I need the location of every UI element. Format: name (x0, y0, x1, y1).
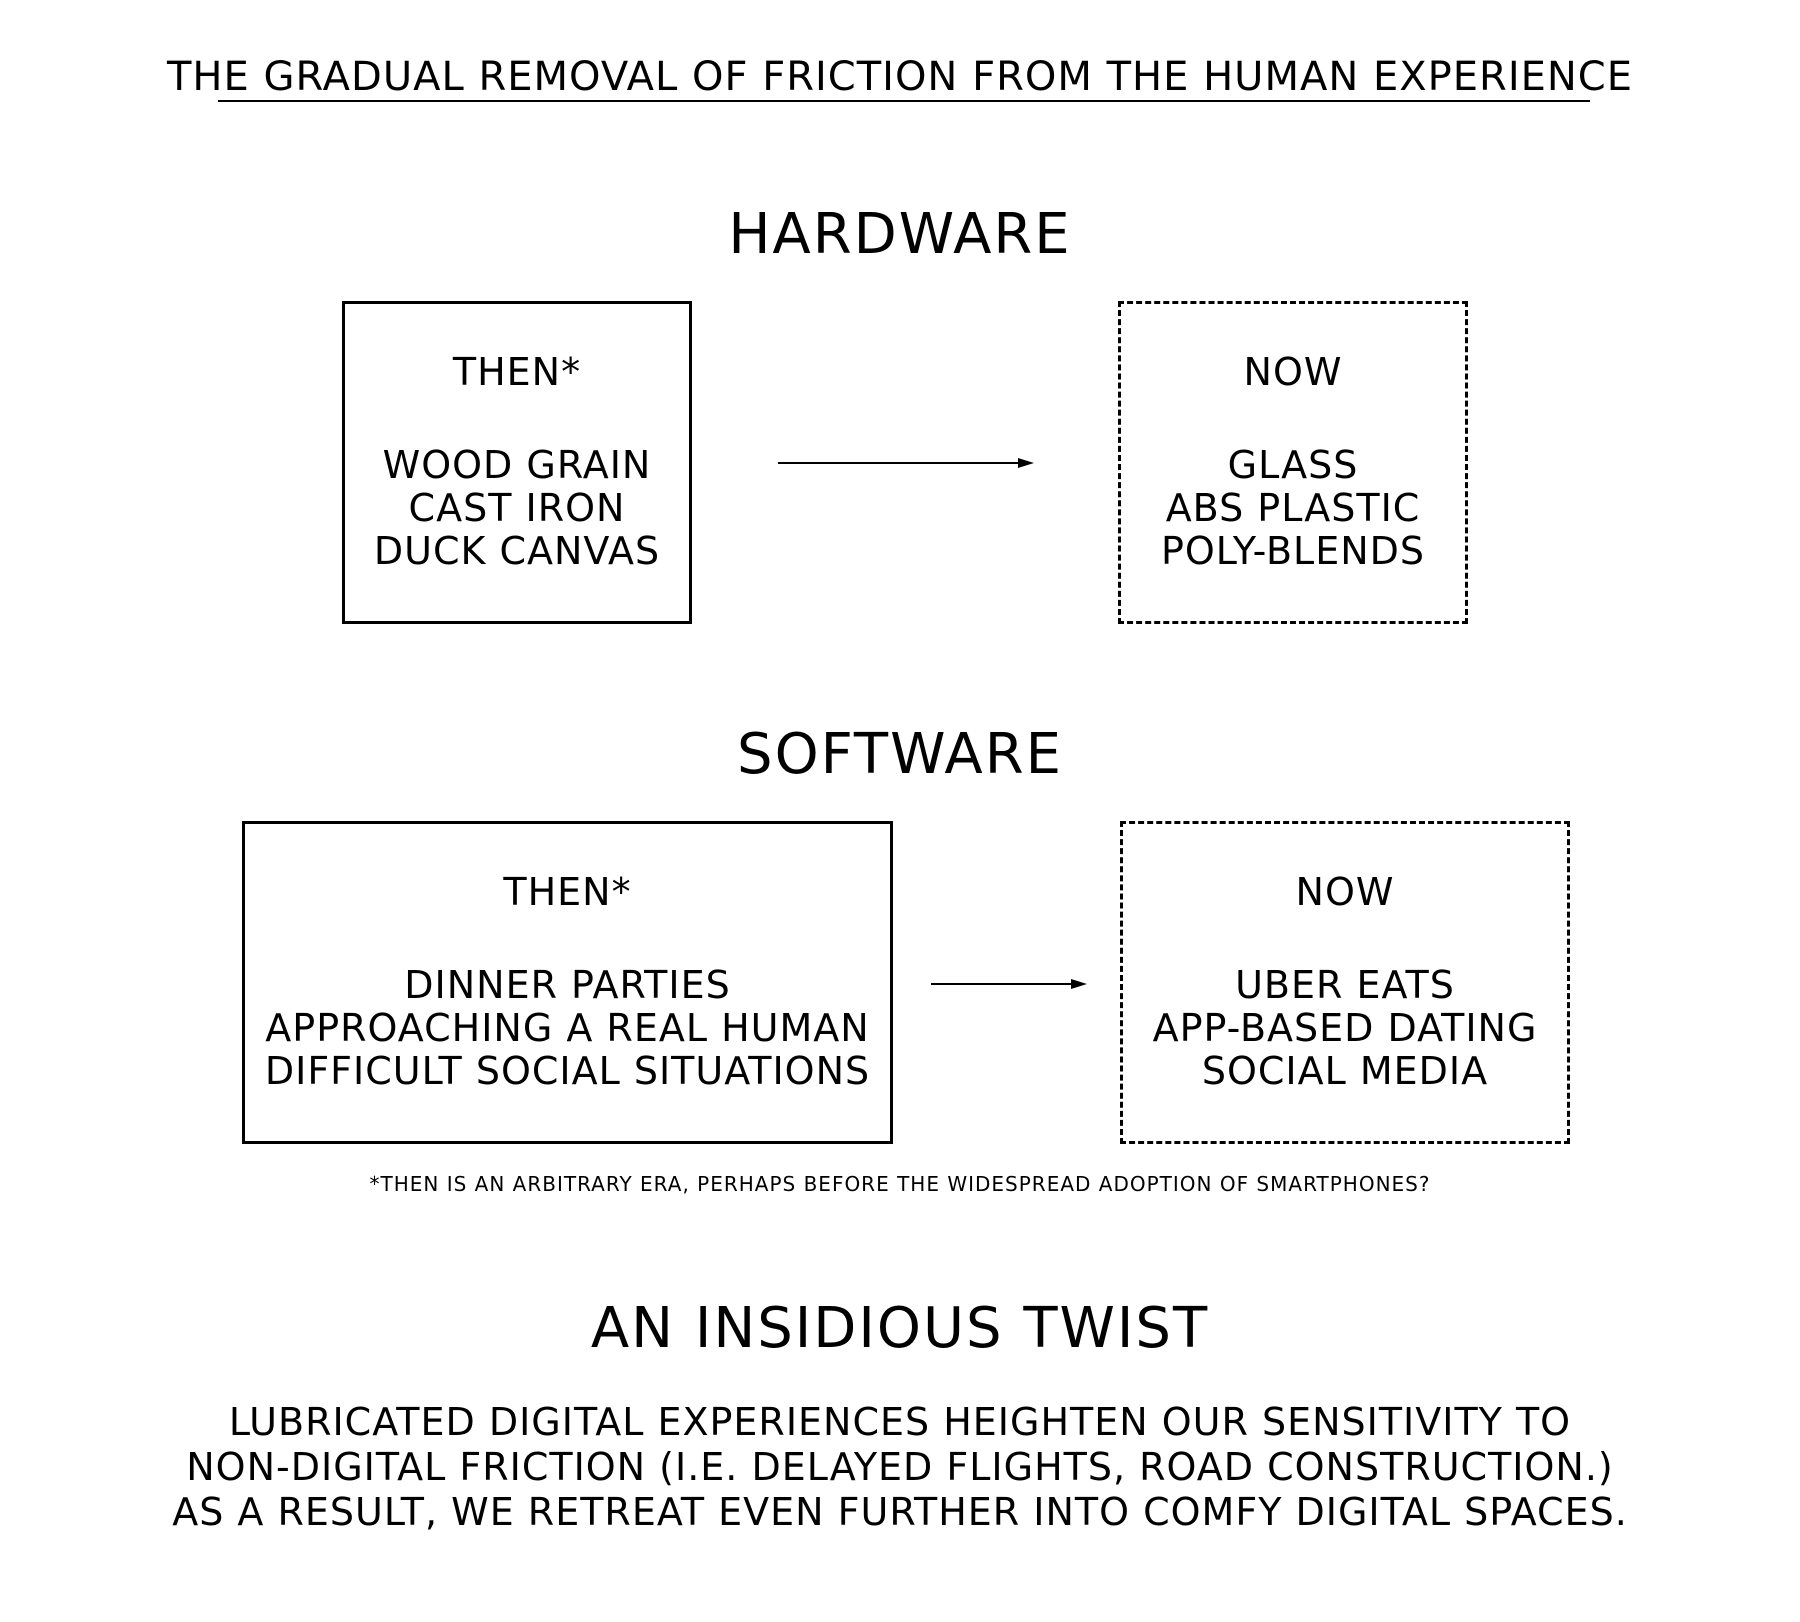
software-now-box: NOW UBER EATS APP-BASED DATING SOCIAL ME… (1120, 821, 1570, 1144)
software-then-label: THEN* (503, 870, 632, 914)
software-now-label: NOW (1295, 870, 1395, 914)
software-then-items: DINNER PARTIES APPROACHING A REAL HUMAN … (245, 964, 890, 1093)
page-title: THE GRADUAL REMOVAL OF FRICTION FROM THE… (166, 54, 1634, 100)
hardware-now-label: NOW (1243, 350, 1343, 394)
hardware-then-box: THEN* WOOD GRAIN CAST IRON DUCK CANVAS (342, 301, 692, 624)
title-underline (218, 100, 1590, 102)
software-now-item: UBER EATS (1235, 963, 1455, 1007)
hardware-now-item: POLY-BLENDS (1160, 529, 1426, 573)
software-arrow-line (931, 983, 1081, 985)
twist-line: LUBRICATED DIGITAL EXPERIENCES HEIGHTEN … (228, 1400, 1572, 1444)
software-heading: SOFTWARE (737, 722, 1063, 787)
software-then-box: THEN* DINNER PARTIES APPROACHING A REAL … (242, 821, 893, 1144)
hardware-arrow-line (778, 462, 1028, 464)
twist-line: AS A RESULT, WE RETREAT EVEN FURTHER INT… (172, 1490, 1628, 1534)
twist-body: LUBRICATED DIGITAL EXPERIENCES HEIGHTEN … (0, 1400, 1800, 1535)
software-then-item: APPROACHING A REAL HUMAN (265, 1006, 870, 1050)
twist-heading: AN INSIDIOUS TWIST (590, 1296, 1210, 1361)
hardware-arrow-head (1018, 458, 1034, 468)
software-then-item: DINNER PARTIES (404, 963, 731, 1007)
hardware-now-item: GLASS (1227, 443, 1359, 487)
hardware-now-item: ABS PLASTIC (1165, 486, 1421, 530)
software-then-item: DIFFICULT SOCIAL SITUATIONS (264, 1049, 871, 1093)
hardware-now-items: GLASS ABS PLASTIC POLY-BLENDS (1121, 444, 1465, 573)
hardware-then-item: WOOD GRAIN (382, 443, 652, 487)
hardware-then-item: DUCK CANVAS (373, 529, 661, 573)
hardware-then-label: THEN* (452, 350, 582, 394)
hardware-heading: HARDWARE (728, 202, 1072, 267)
software-now-items: UBER EATS APP-BASED DATING SOCIAL MEDIA (1123, 964, 1567, 1093)
footnote: *THEN IS AN ARBITRARY ERA, PERHAPS BEFOR… (369, 1172, 1431, 1196)
software-now-item: SOCIAL MEDIA (1201, 1049, 1489, 1093)
hardware-now-box: NOW GLASS ABS PLASTIC POLY-BLENDS (1118, 301, 1468, 624)
twist-line: NON-DIGITAL FRICTION (I.E. DELAYED FLIGH… (186, 1445, 1614, 1489)
hardware-then-items: WOOD GRAIN CAST IRON DUCK CANVAS (345, 444, 689, 573)
software-now-item: APP-BASED DATING (1152, 1006, 1538, 1050)
software-arrow-head (1071, 979, 1087, 989)
hardware-then-item: CAST IRON (408, 486, 626, 530)
